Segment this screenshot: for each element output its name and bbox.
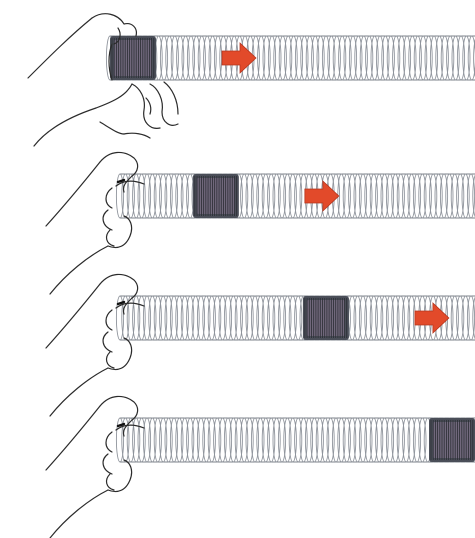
slinky-spring bbox=[116, 174, 475, 218]
panel-1 bbox=[28, 14, 475, 146]
spring-coils bbox=[116, 174, 475, 218]
compression-pulse bbox=[303, 296, 349, 340]
compression-pulse bbox=[429, 418, 475, 462]
spring-coils bbox=[116, 418, 475, 462]
spring-coils bbox=[106, 36, 475, 80]
panels-group bbox=[28, 14, 475, 538]
arrow-right-icon bbox=[222, 43, 256, 73]
slinky-spring bbox=[116, 418, 475, 462]
panel-2 bbox=[46, 152, 475, 294]
panel-3 bbox=[46, 274, 475, 416]
slinky-spring bbox=[106, 36, 475, 80]
compression-pulse bbox=[193, 174, 239, 218]
panel-4 bbox=[46, 396, 475, 538]
